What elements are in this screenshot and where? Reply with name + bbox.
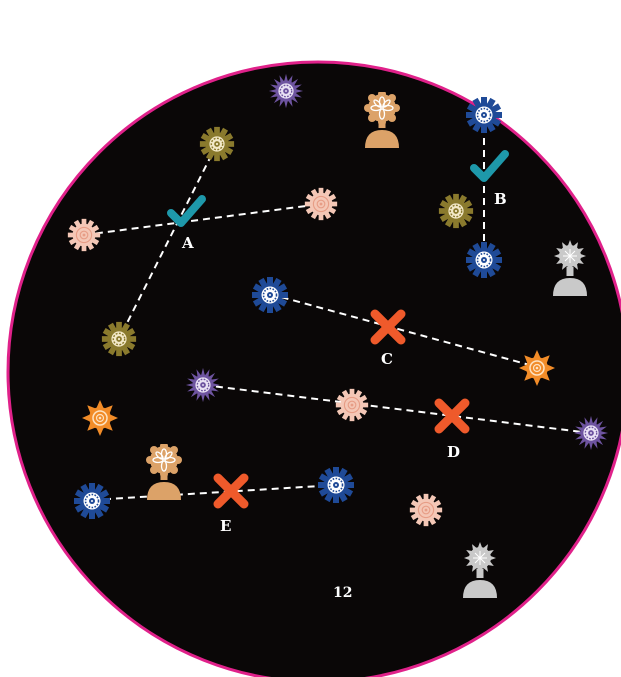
purple-star-flower-icon[interactable] [268, 73, 304, 109]
connection-label-b: B [494, 190, 507, 208]
tan-person-icon[interactable] [363, 90, 401, 149]
orange-star-flower-icon[interactable] [518, 349, 556, 387]
link-a-horizontal [83, 203, 322, 236]
connection-lines [83, 114, 591, 501]
purple-star-flower-icon[interactable] [185, 367, 221, 403]
orange-star-flower-icon[interactable] [81, 399, 119, 437]
tan-person-icon[interactable] [145, 442, 183, 501]
link-e [91, 484, 337, 501]
connection-label-c: C [381, 350, 393, 368]
connection-label-e: E [220, 517, 231, 535]
link-a-vertical [118, 143, 218, 340]
connection-labels: A B C D E [181, 190, 507, 535]
link-d [203, 384, 591, 434]
purple-star-flower-icon[interactable] [573, 415, 609, 451]
connection-label-d: D [447, 443, 460, 461]
connection-label-a: A [181, 234, 194, 252]
page-number: 12 [333, 585, 352, 601]
link-c [269, 293, 538, 368]
